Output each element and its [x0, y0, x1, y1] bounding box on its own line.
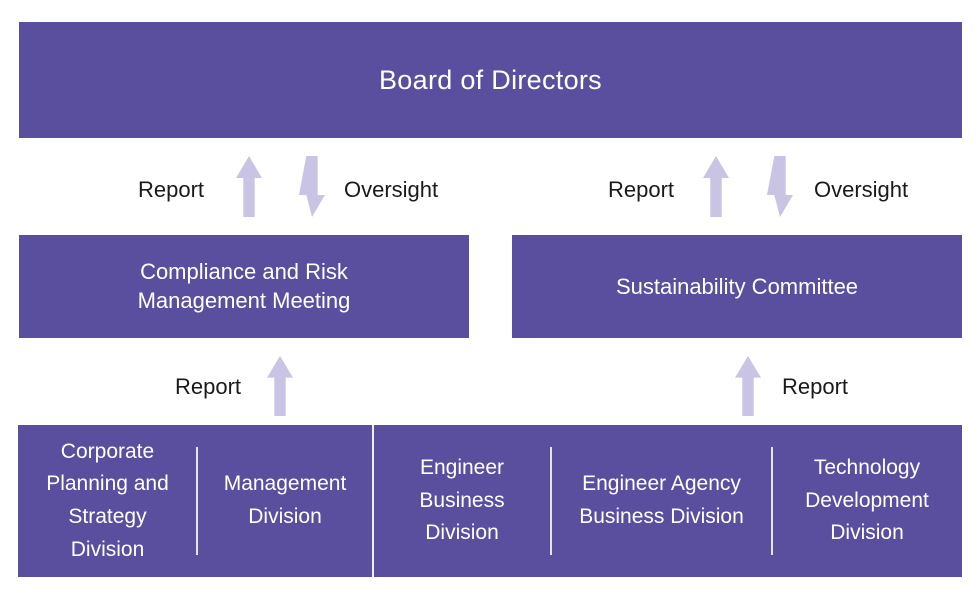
report-label-right-top: Report	[608, 177, 675, 202]
report-label-left-top: Report	[138, 177, 205, 202]
division-divider	[196, 447, 198, 555]
down-arrow-icon	[299, 156, 325, 217]
report-label-left-bottom: Report	[175, 374, 242, 399]
division-technology-development: Technology Development Division	[772, 425, 962, 577]
compliance-risk-management-meeting-box: Compliance and Risk Management Meeting	[19, 235, 469, 338]
division-divider	[771, 447, 773, 555]
up-arrow-icon	[267, 356, 293, 416]
board-of-directors-box: Board of Directors	[19, 22, 962, 138]
division-label: Technology Development Division	[805, 456, 929, 545]
sustainability-committee-box: Sustainability Committee	[512, 235, 962, 338]
report-label-right-bottom: Report	[782, 374, 849, 399]
division-label: Engineer Agency Business Division	[579, 472, 744, 528]
oversight-label-right-top: Oversight	[814, 177, 909, 202]
division-engineer-agency-business: Engineer Agency Business Division	[551, 425, 772, 577]
up-arrow-icon	[703, 156, 729, 217]
division-management: Management Division	[197, 425, 373, 577]
division-divider	[550, 447, 552, 555]
sustainability-committee-label: Sustainability Committee	[615, 273, 859, 299]
division-label: Corporate Planning and Strategy Division	[46, 439, 169, 561]
up-arrow-icon	[735, 356, 761, 416]
division-label: Engineer Business Division	[419, 456, 505, 545]
board-of-directors-label: Board of Directors	[379, 64, 602, 95]
division-engineer-business: Engineer Business Division	[373, 425, 551, 577]
compliance-risk-management-meeting-label: Compliance and Risk Management Meeting	[137, 258, 351, 313]
division-divider	[372, 425, 374, 577]
down-arrow-icon	[767, 156, 793, 217]
division-corporate-planning-strategy: Corporate Planning and Strategy Division	[18, 425, 197, 577]
division-label: Management Division	[223, 472, 347, 528]
division-band: Corporate Planning and Strategy Division…	[18, 425, 962, 577]
oversight-label-left-top: Oversight	[344, 177, 439, 202]
up-arrow-icon	[236, 156, 262, 217]
